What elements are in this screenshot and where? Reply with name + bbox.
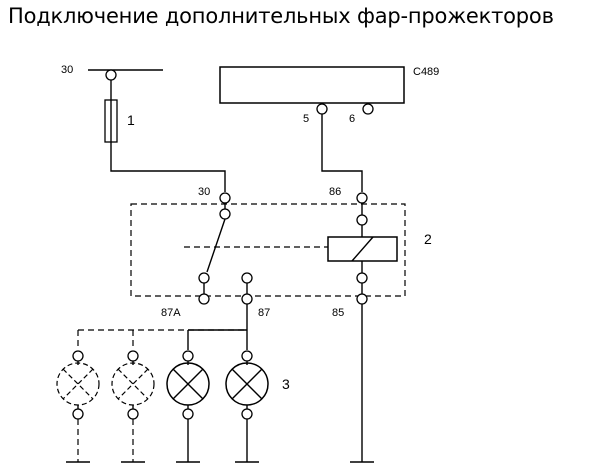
relay-number-label: 2 <box>424 231 432 247</box>
connector-pin6 <box>362 103 374 115</box>
lamp2-bottom-terminal <box>127 408 139 420</box>
relay-terminal-87a-inner <box>198 272 210 284</box>
connector-label: C489 <box>413 66 439 78</box>
relay-terminal-85-outer <box>356 293 368 305</box>
lamp2-cross-a <box>117 368 149 400</box>
lamp3b-bottom-terminal <box>241 408 253 420</box>
relay-30-label: 30 <box>198 186 210 198</box>
connector-c489-box <box>219 66 405 104</box>
lamp1-bottom-terminal <box>72 408 84 420</box>
supply-terminal <box>105 69 117 81</box>
relay-terminal-30-inner <box>219 208 231 220</box>
lamp2-top-terminal <box>127 350 139 362</box>
coil-diagonal <box>351 236 374 262</box>
relay-terminal-86-inner <box>356 214 368 226</box>
lamp3a-top-terminal <box>182 350 194 362</box>
relay-87-label: 87 <box>258 307 270 319</box>
lamp3a-cross-b <box>172 368 204 400</box>
optional-lamp-2 <box>111 350 155 463</box>
lamp1-cross-b <box>62 368 94 400</box>
fuse-number-label: 1 <box>127 112 135 128</box>
lamps-number-label: 3 <box>282 376 290 392</box>
connector-pin5 <box>316 103 328 115</box>
lamp1-cross-a <box>62 368 94 400</box>
lamp3b-cross-b <box>231 368 263 400</box>
fuse-to-relay-wire <box>110 142 226 192</box>
relay-terminal-30-outer <box>219 192 231 204</box>
optional-lamp-1 <box>56 350 100 463</box>
relay-box <box>130 203 406 297</box>
lamp1-top-terminal <box>72 350 84 362</box>
relay-terminal-86-outer <box>356 192 368 204</box>
relay-86-label: 86 <box>329 186 341 198</box>
relay-terminal-87-inner <box>241 272 253 284</box>
relay-switch-contact <box>206 218 226 273</box>
relay-85-label: 85 <box>332 307 344 319</box>
supply-30-label: 30 <box>61 64 73 76</box>
lamp-3b <box>225 350 269 463</box>
relay-87a-label: 87A <box>161 307 181 319</box>
page-title: Подключение дополнительных фар-прожектор… <box>8 4 554 28</box>
lamp3b-top-terminal <box>241 350 253 362</box>
pin6-label: 6 <box>349 113 355 125</box>
lamp-3a <box>166 350 210 463</box>
lamp2-cross-b <box>117 368 149 400</box>
pin5-label: 5 <box>303 113 309 125</box>
pin5-to-relay86-wire <box>321 114 363 192</box>
relay-terminal-85-inner <box>356 272 368 284</box>
relay-terminal-87-outer <box>241 293 253 305</box>
relay-terminal-87a-outer <box>198 293 210 305</box>
lamp3a-bottom-terminal <box>182 408 194 420</box>
